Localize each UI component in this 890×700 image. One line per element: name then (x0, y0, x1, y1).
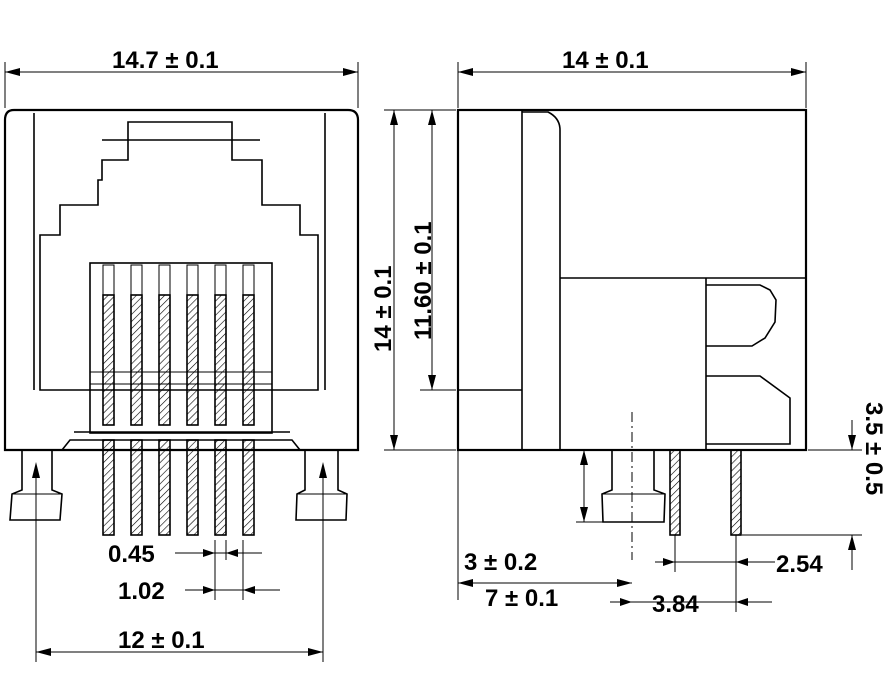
pin-6 (242, 439, 255, 536)
pin-pitch-dim: 1.02 (118, 578, 165, 605)
post-spacing-dim: 12 ± 0.1 (118, 627, 205, 654)
side-view: 14 ± 0.1 14 ± 0.1 11.60 ± 0.1 3.5 ± 0.5 … (370, 47, 887, 618)
right-mounting-post (295, 450, 348, 521)
pin-spacing-dim: 2.54 (776, 551, 823, 578)
front-contact-window (89, 262, 273, 434)
left-mounting-post (9, 450, 63, 521)
side-pin-2 (730, 449, 742, 536)
side-pin-1 (669, 449, 681, 536)
contact-1 (102, 294, 115, 426)
side-latch-lower (706, 375, 791, 445)
pin-offset-dim: 3.84 (652, 591, 699, 618)
contact-6 (242, 294, 255, 426)
pin-2 (130, 439, 143, 536)
side-width-dim: 14 ± 0.1 (562, 47, 649, 74)
front-body-outline (3, 108, 360, 452)
side-height-dim: 14 ± 0.1 (370, 265, 397, 352)
contact-4 (186, 294, 199, 426)
pin-4 (186, 439, 199, 536)
inner-height-dim: 11.60 ± 0.1 (410, 221, 437, 340)
side-front-face (522, 111, 561, 450)
front-port-opening (39, 121, 319, 391)
side-latch-upper (706, 284, 777, 347)
post-offset-dim: 7 ± 0.1 (485, 585, 558, 612)
pin-3 (158, 439, 171, 536)
side-mounting-post (601, 450, 666, 523)
post-length-dim: 3 ± 0.2 (464, 549, 537, 576)
pin-width-dim: 0.45 (108, 541, 155, 568)
front-contacts-upper (102, 264, 255, 426)
front-view: 14.7 ± 0.1 12 ± 0.1 0.45 1.02 (3, 47, 360, 662)
front-pins-lower (102, 439, 255, 536)
pin-5 (214, 439, 227, 536)
front-standoff (61, 439, 301, 451)
front-contact-bar (89, 371, 273, 385)
front-width-dim: 14.7 ± 0.1 (112, 47, 219, 74)
contact-2 (130, 294, 143, 426)
contact-3 (158, 294, 171, 426)
contact-5 (214, 294, 227, 426)
side-body-outline (456, 108, 808, 452)
pin-protrusion-dim: 3.5 ± 0.5 (860, 402, 887, 495)
pin-1 (102, 439, 115, 536)
